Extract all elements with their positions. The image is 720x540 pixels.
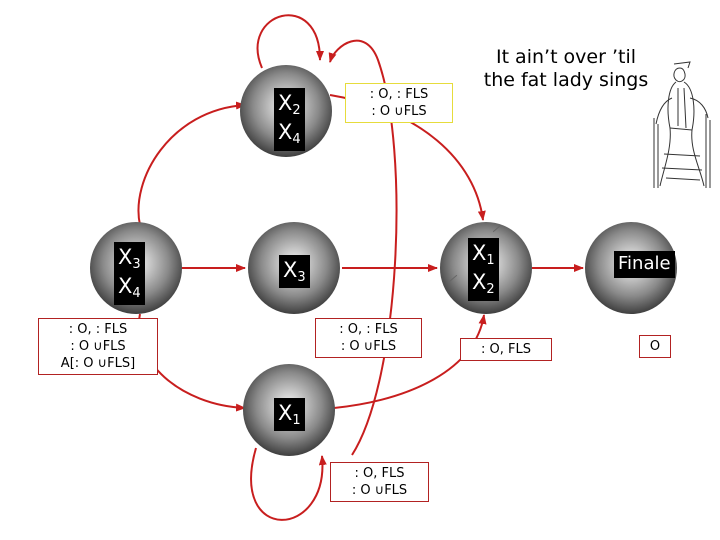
annotation-bottom-line-2: : O ∪FLS [351,483,408,498]
annotation-middle-line-1: : O, : FLS [339,322,398,337]
annotation-top: : O, : FLS : O ∪FLS [345,83,453,123]
node-x1x2-var-a: X [472,241,487,265]
node-x2x4-sub-a: 2 [292,103,301,118]
node-x3x4-var-b: X [118,274,133,299]
motto-line-1: It ain’t over ’til [495,46,637,68]
node-x1x2-label: X1 X2 [468,238,499,301]
node-x3x4-sub-a: 3 [132,257,141,272]
motto-line-2: the fat lady sings [483,69,649,91]
node-x3x4-var-a: X [118,245,133,269]
edge-x3x4-to-x2x4 [137,101,246,226]
edge-x1-to-x1x2 [333,314,487,409]
opera-singer-sketch-icon [653,61,711,188]
annotation-left-line-3: A[: O ∪FLS] [60,356,136,371]
edge-x1-self-loop [250,447,327,521]
annotation-right: : O, FLS [460,338,552,361]
node-x3-label: X3 [279,255,310,289]
annotation-left-line-2: : O ∪FLS [70,339,126,354]
annotation-right-line-1: : O, FLS [481,342,531,357]
annotation-middle: : O, : FLS : O ∪FLS [315,318,422,358]
node-finale-label: Finale [614,251,675,278]
node-x2x4-var-b: X [278,120,293,145]
annotation-finale-line-1: O [649,339,661,354]
node-x2x4-var-a: X [278,91,293,115]
node-x2x4-sub-b: 4 [292,132,301,148]
node-x1x2-sub-b: 2 [486,282,495,298]
annotation-bottom: : O, FLS : O ∪FLS [330,462,429,502]
node-x3-var: X [283,258,298,282]
edge-x2x4-self-loop [256,14,324,69]
node-x1-label: X1 [274,398,305,432]
annotation-left-line-1: : O, : FLS [68,322,128,337]
annotation-finale: O [639,335,671,358]
node-x3x4-label: X3 X4 [114,242,145,305]
node-x1x2-sub-a: 1 [486,253,495,268]
annotation-bottom-line-1: : O, FLS [354,466,405,481]
annotation-top-line-1: : O, : FLS [369,87,429,102]
node-x1-sub: 1 [292,413,301,428]
node-x3x4-sub-b: 4 [132,286,141,302]
edge-x1-to-x2x4-long [328,39,398,456]
node-x1-var: X [278,401,293,425]
node-finale-text: Finale [618,253,671,274]
motto-caption: It ain’t over ’til the fat lady sings [476,46,656,92]
annotation-left: : O, : FLS : O ∪FLS A[: O ∪FLS] [38,318,158,375]
annotation-middle-line-2: : O ∪FLS [340,339,397,354]
node-x1x2-var-b: X [472,270,487,295]
node-x3-sub: 3 [297,270,306,285]
node-x2x4-label: X2 X4 [274,88,305,151]
annotation-top-line-2: : O ∪FLS [371,104,427,119]
